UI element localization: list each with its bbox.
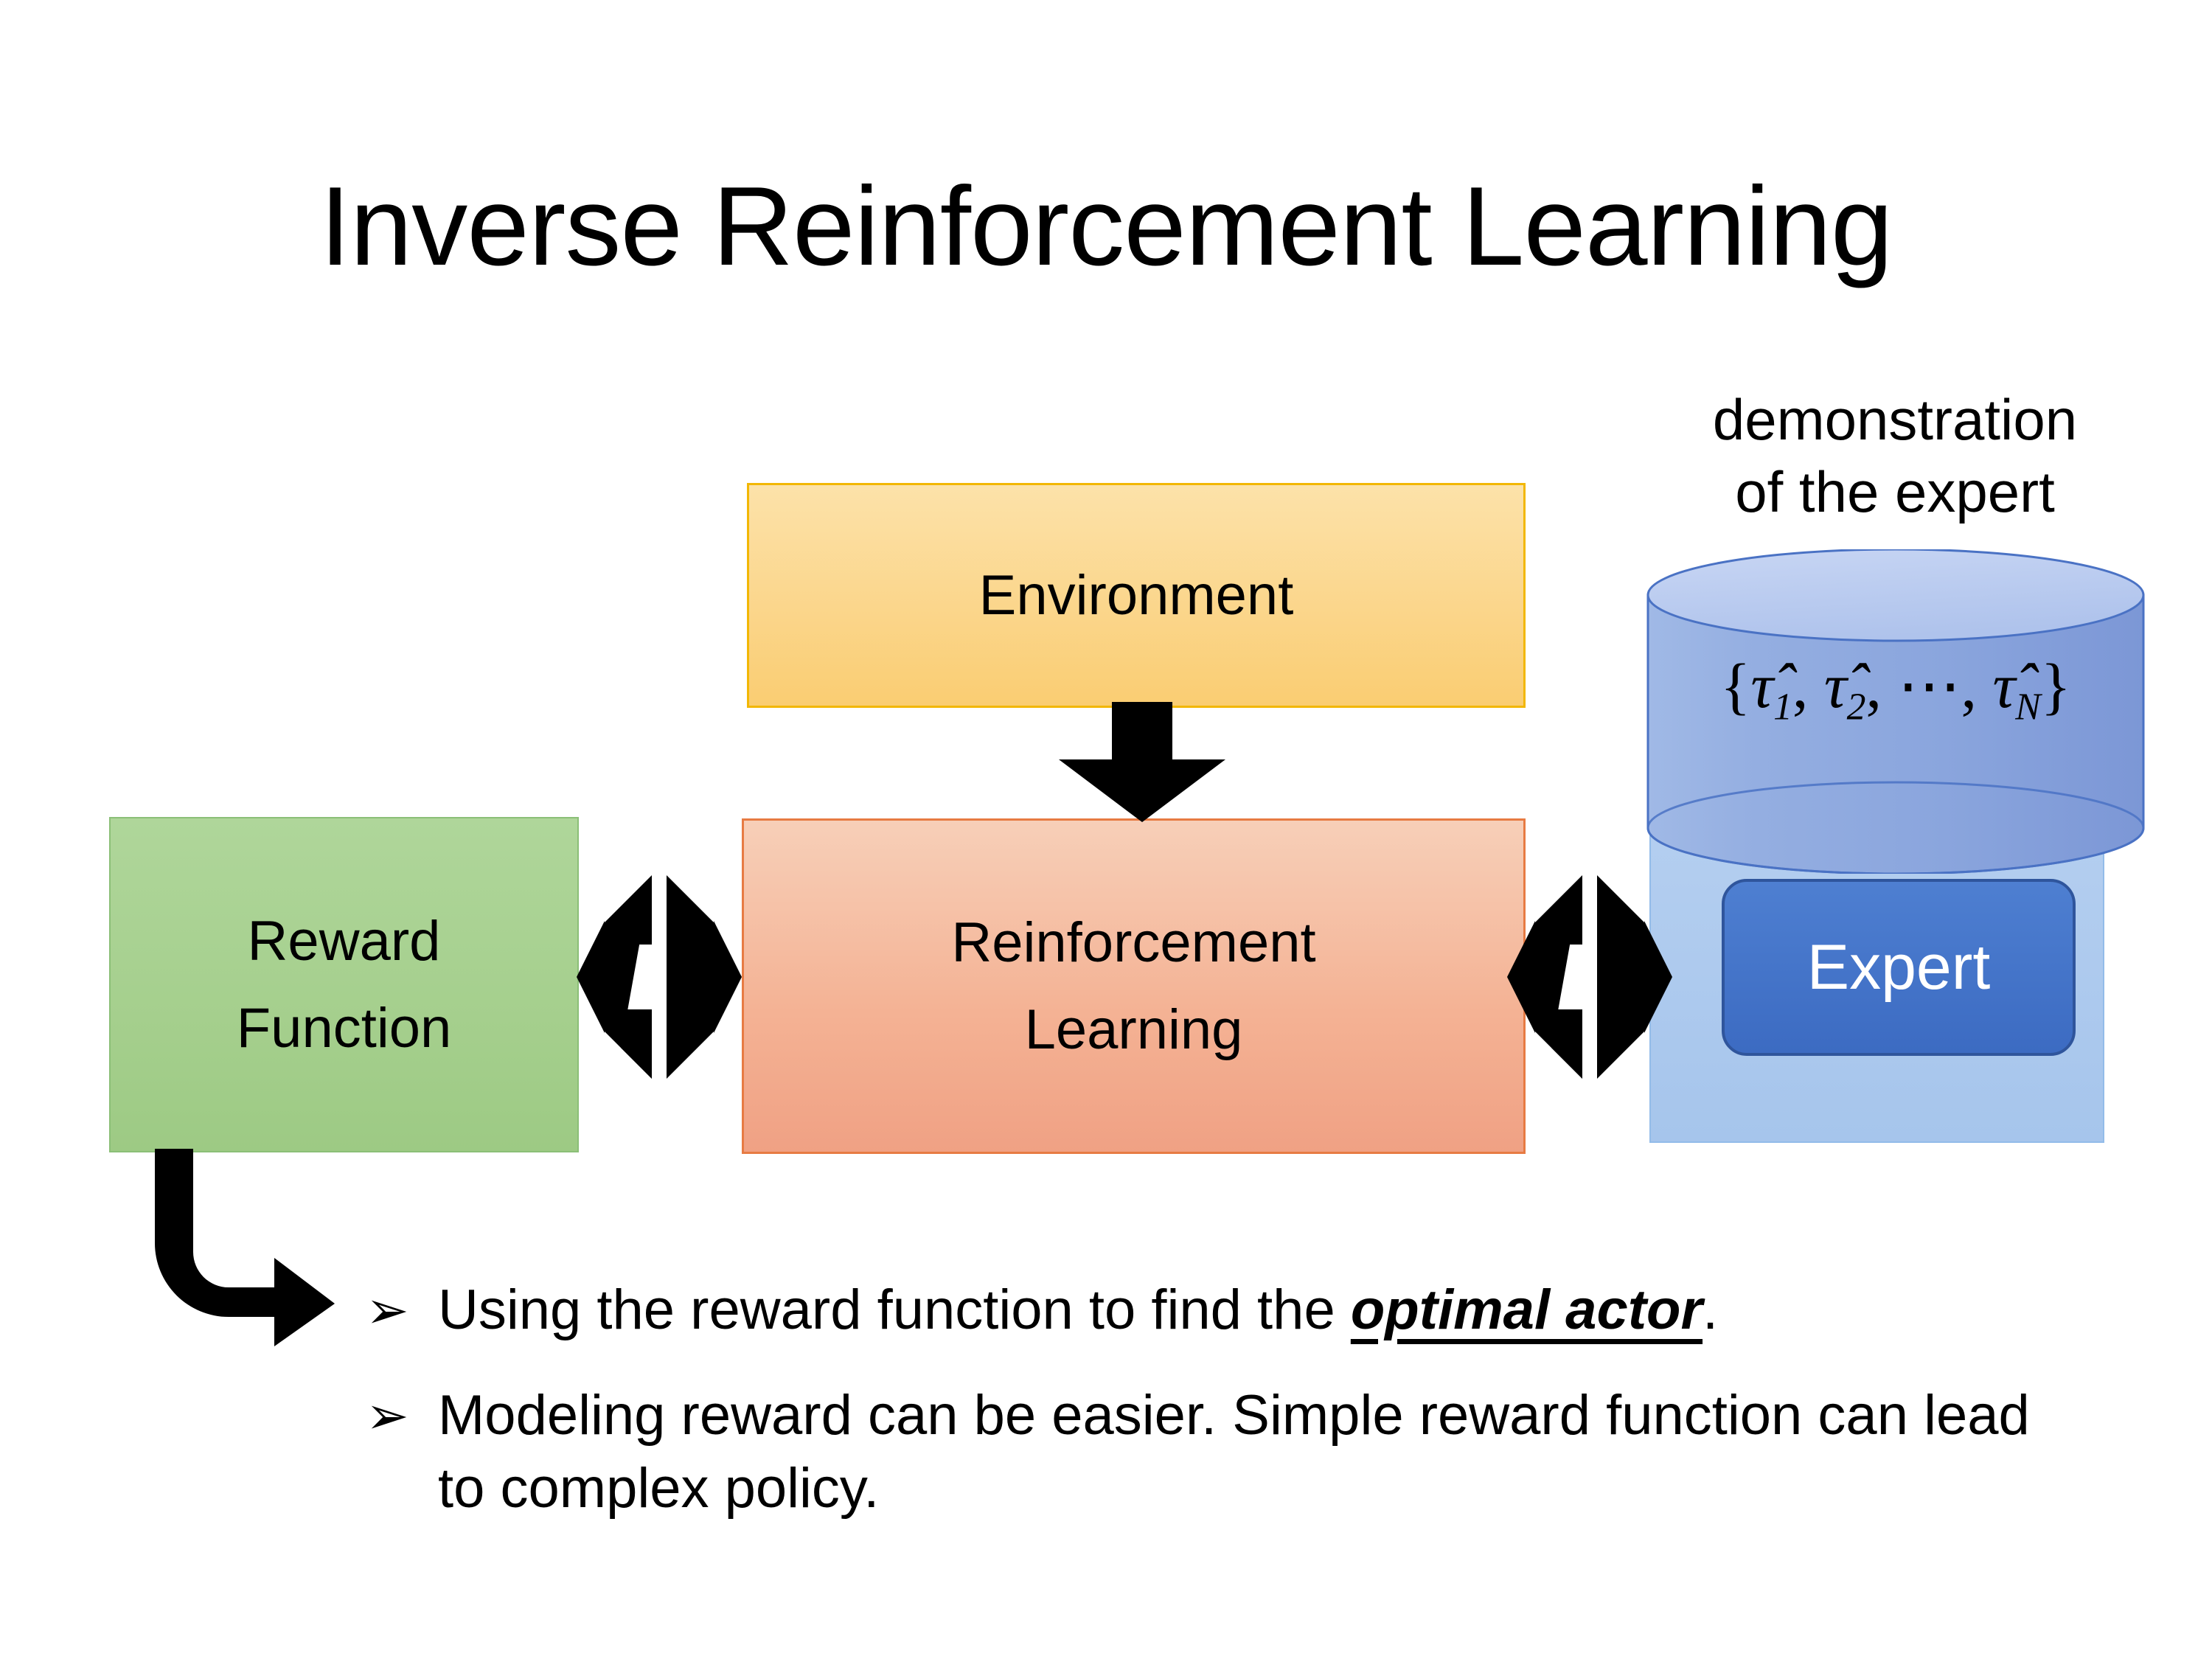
reinforcement-learning-box[interactable]: Reinforcement Learning <box>742 818 1526 1154</box>
reward-function-box[interactable]: Reward Function <box>109 817 579 1152</box>
bullet-marker-icon: ➢ <box>366 1386 409 1444</box>
formula-separator-2: , <box>1865 650 1898 721</box>
formula-subscript-n: N <box>2015 686 2041 728</box>
formula-ellipsis: ⋯ <box>1897 650 1961 721</box>
demonstration-caption-line2: of the expert <box>1735 459 2055 525</box>
demonstration-cylinder-icon <box>1646 549 2145 874</box>
reward-rl-double-arrow-icon <box>577 875 742 1079</box>
bullet-1-text-after: . <box>1703 1279 1719 1341</box>
bullet-1-text-before: Using the reward function to find the <box>438 1279 1351 1341</box>
bent-arrow-icon <box>155 1149 335 1346</box>
demonstration-caption: demonstration of the expert <box>1626 383 2164 529</box>
page-title: Inverse Reinforcement Learning <box>319 164 1893 289</box>
environment-box-label: Environment <box>978 564 1294 627</box>
environment-box[interactable]: Environment <box>747 483 1526 708</box>
list-item: ➢ Modeling reward can be easier. Simple r… <box>366 1380 2062 1526</box>
expert-box[interactable]: Expert <box>1722 879 2076 1056</box>
formula-open-brace: { <box>1720 650 1751 721</box>
demonstration-caption-line1: demonstration <box>1712 387 2078 452</box>
formula-tau-n: τ̂ <box>1992 650 2016 721</box>
bullet-list: ➢ Using the reward function to find the o… <box>366 1274 2062 1525</box>
formula-separator-1: , <box>1792 650 1824 721</box>
formula-separator-3: , <box>1961 650 1993 721</box>
bullet-2-text: Modeling reward can be easier. Simple re… <box>438 1383 2030 1520</box>
formula-subscript-2: 2 <box>1846 686 1866 728</box>
reinforcement-learning-label-line2: Learning <box>1024 998 1243 1061</box>
reinforcement-learning-label-line1: Reinforcement <box>951 911 1316 974</box>
formula-tau-2: τ̂ <box>1823 650 1847 721</box>
formula-subscript-1: 1 <box>1773 686 1792 728</box>
bullet-1-emphasis: optimal actor <box>1350 1279 1703 1341</box>
formula-tau-1: τ̂ <box>1750 650 1774 721</box>
expert-box-label: Expert <box>1806 931 1991 1003</box>
reward-function-label-line2: Function <box>236 996 452 1060</box>
bullet-marker-icon: ➢ <box>366 1281 409 1339</box>
rl-expert-double-arrow-icon <box>1507 875 1672 1079</box>
reward-function-label-line1: Reward <box>247 909 441 973</box>
down-arrow-icon <box>1059 702 1225 822</box>
list-item: ➢ Using the reward function to find the o… <box>366 1274 2062 1347</box>
formula-close-brace: } <box>2040 650 2071 721</box>
demonstration-set-formula: {τ̂1, τ̂2, ⋯, τ̂N} <box>1646 649 2145 729</box>
